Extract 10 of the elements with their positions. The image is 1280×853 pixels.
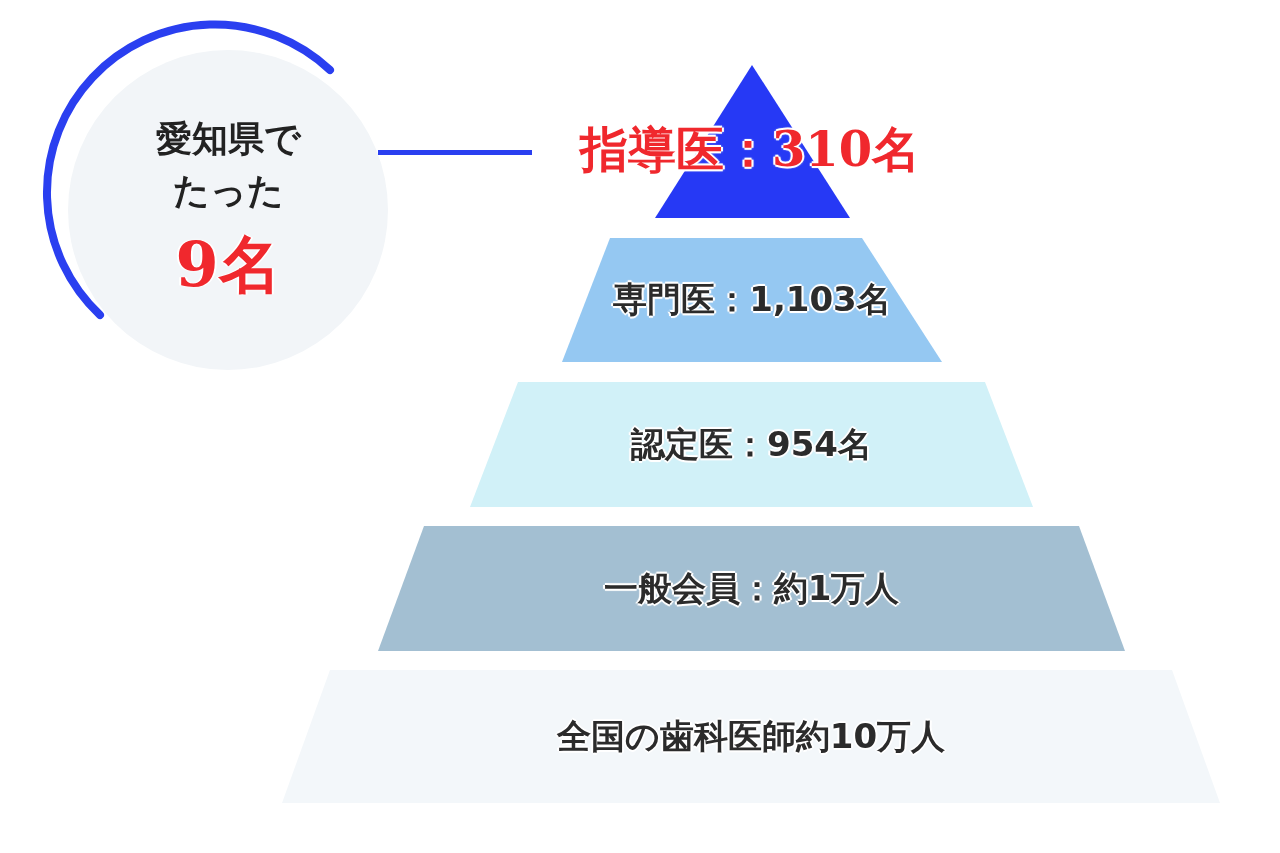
circle-caption: 愛知県でたった — [154, 116, 302, 213]
tier-label: 全国の歯科医師約10万人 — [556, 714, 946, 758]
tier-label: 一般会員：約1万人 — [603, 566, 900, 610]
pyramid-tier — [470, 382, 1033, 507]
connector-line — [378, 149, 532, 155]
tier-label: 認定医：954名 — [631, 422, 872, 466]
pyramid-tier — [562, 238, 942, 362]
pyramid-tier — [378, 526, 1125, 651]
tier-label: 専門医：1,103名 — [613, 278, 891, 321]
circle-count: 9名 — [175, 227, 281, 304]
